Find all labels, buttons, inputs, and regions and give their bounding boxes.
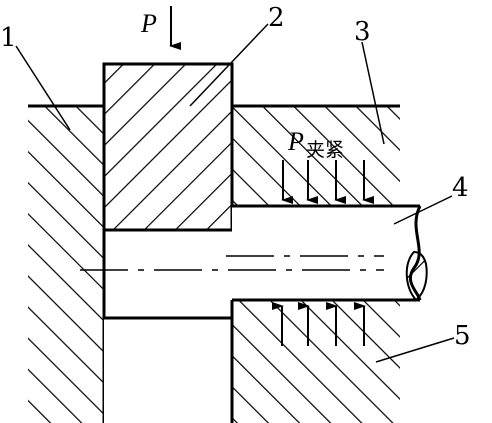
label-2: 2: [268, 3, 285, 33]
leader-1: [15, 45, 71, 131]
part-4-rod: [232, 204, 428, 302]
label-5: 5: [454, 321, 471, 351]
lower-channel-outline: [104, 300, 234, 423]
clamp-arrows-bottom: [272, 302, 366, 346]
clamp-arrows-top: [281, 160, 374, 204]
label-force-p: P: [140, 9, 157, 38]
label-clamp-sub: 夹紧: [306, 139, 344, 161]
leader-2: [189, 23, 269, 107]
label-clamp-force: P: [287, 127, 304, 156]
rod-break-hatch: [405, 250, 428, 302]
part-2-block: [102, 62, 234, 232]
label-4: 4: [452, 173, 469, 203]
leader-5: [375, 337, 455, 363]
leader-3: [361, 41, 385, 145]
label-3: 3: [354, 17, 371, 47]
leader-4: [393, 195, 453, 225]
part-5-body: [230, 298, 400, 423]
part-1-body: [28, 104, 106, 423]
label-1: 1: [0, 23, 17, 53]
